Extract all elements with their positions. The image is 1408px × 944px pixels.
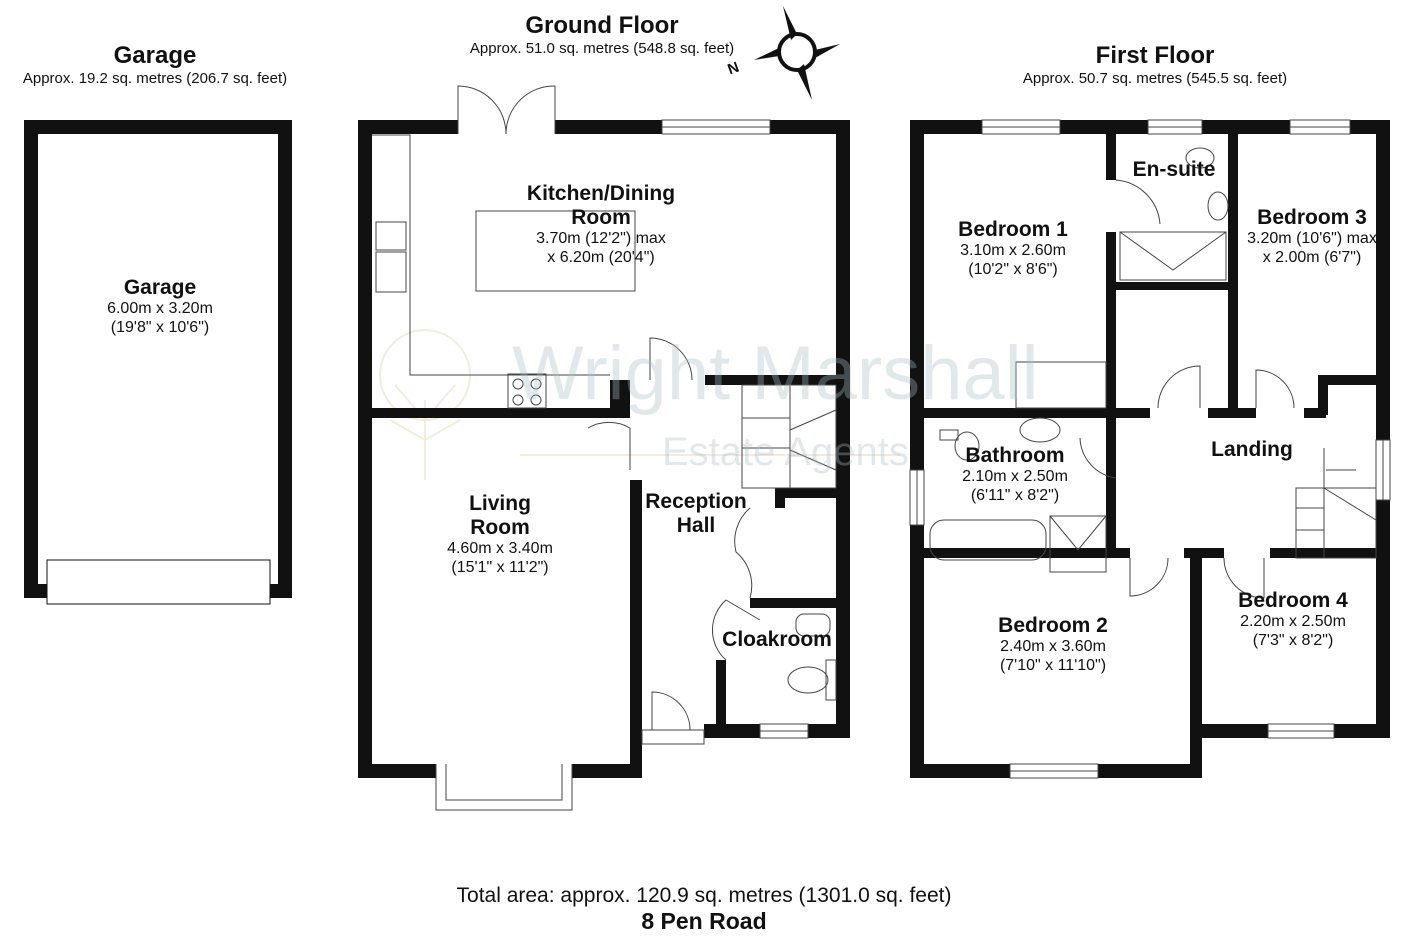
bedroom1-name: Bedroom 1 xyxy=(958,218,1068,241)
room-living: Living Room 4.60m x 3.40m (15'1" x 11'2"… xyxy=(400,492,600,577)
reception-name-line1: Reception xyxy=(645,490,747,513)
bedroom2-name: Bedroom 2 xyxy=(998,614,1108,637)
watermark-brand: Wright Marshall xyxy=(512,331,1039,416)
bedroom1-dim-imperial: (10'2" x 8'6") xyxy=(968,260,1058,278)
garage-dim-imperial: (19'8" x 10'6") xyxy=(110,318,210,336)
compass-rose xyxy=(754,6,840,100)
bedroom4-dim-imperial: (7'3" x 8'2") xyxy=(1252,631,1334,649)
ground-floor-title: Ground Floor xyxy=(525,12,679,39)
room-landing: Landing xyxy=(1192,438,1312,462)
footer: Total area: approx. 120.9 sq. metres (13… xyxy=(354,884,1054,935)
property-address: 8 Pen Road xyxy=(641,908,767,935)
living-dim-imperial: (15'1" x 11'2") xyxy=(451,558,549,576)
ground-floor-heading: Ground Floor Approx. 51.0 sq. metres (54… xyxy=(430,12,774,57)
bedroom3-dim-line2: x 2.00m (6'7") xyxy=(1262,248,1362,266)
room-bedroom-4: Bedroom 4 2.20m x 2.50m (7'3" x 8'2") xyxy=(1210,589,1376,650)
ensuite-name: En-suite xyxy=(1132,158,1216,181)
bedroom3-name: Bedroom 3 xyxy=(1257,206,1367,229)
room-cloakroom: Cloakroom xyxy=(712,628,842,652)
bedroom4-name: Bedroom 4 xyxy=(1238,589,1348,612)
bedroom3-dim-line1: 3.20m (10'6") max xyxy=(1247,230,1377,248)
kitchen-dim-line2: x 6.20m (20'4") xyxy=(547,248,655,266)
living-name-line2: Room xyxy=(470,516,530,540)
bathroom-name: Bathroom xyxy=(965,444,1065,467)
room-bathroom: Bathroom 2.10m x 2.50m (6'11" x 8'2") xyxy=(940,444,1090,505)
room-bedroom-2: Bedroom 2 2.40m x 3.60m (7'10" x 11'10") xyxy=(970,614,1136,675)
room-garage: Garage 6.00m x 3.20m (19'8" x 10'6") xyxy=(60,276,260,337)
bathroom-dim-metric: 2.10m x 2.50m xyxy=(962,468,1068,486)
cloakroom-name: Cloakroom xyxy=(722,628,832,651)
first-floor-area: Approx. 50.7 sq. metres (545.5 sq. feet) xyxy=(1022,69,1288,87)
living-name-line1: Living xyxy=(469,492,531,515)
living-dim-metric: 4.60m x 3.40m xyxy=(447,540,553,558)
room-en-suite: En-suite xyxy=(1118,158,1230,182)
bathroom-dim-imperial: (6'11" x 8'2") xyxy=(970,486,1060,504)
kitchen-dim-line1: 3.70m (12'2") max xyxy=(536,230,666,248)
bedroom4-dim-metric: 2.20m x 2.50m xyxy=(1240,613,1346,631)
first-floor-heading: First Floor Approx. 50.7 sq. metres (545… xyxy=(990,42,1320,87)
room-kitchen-dining: Kitchen/Dining Room 3.70m (12'2") max x … xyxy=(490,182,712,267)
ground-floor-fixtures xyxy=(372,85,837,811)
kitchen-name-line2: Room xyxy=(571,206,631,230)
landing-name: Landing xyxy=(1211,438,1293,461)
garage-name: Garage xyxy=(123,276,197,299)
first-floor-fixtures xyxy=(909,119,1391,779)
garage-plan xyxy=(24,120,292,605)
room-bedroom-1: Bedroom 1 3.10m x 2.60m (10'2" x 8'6") xyxy=(930,218,1096,279)
ground-floor-area: Approx. 51.0 sq. metres (548.8 sq. feet) xyxy=(469,39,735,57)
room-reception-hall: Reception Hall xyxy=(630,490,762,538)
room-bedroom-3: Bedroom 3 3.20m (10'6") max x 2.00m (6'7… xyxy=(1236,206,1388,267)
garage-floor-title: Garage xyxy=(113,42,197,69)
reception-name-line2: Hall xyxy=(676,514,716,538)
garage-floor-area: Approx. 19.2 sq. metres (206.7 sq. feet) xyxy=(22,69,288,87)
garage-heading: Garage Approx. 19.2 sq. metres (206.7 sq… xyxy=(0,42,310,87)
kitchen-name-line1: Kitchen/Dining xyxy=(526,182,676,205)
total-area: Total area: approx. 120.9 sq. metres (13… xyxy=(456,884,952,907)
bedroom1-dim-metric: 3.10m x 2.60m xyxy=(960,242,1066,260)
garage-dim-metric: 6.00m x 3.20m xyxy=(107,300,213,318)
bedroom2-dim-imperial: (7'10" x 11'10") xyxy=(999,656,1107,674)
first-floor-title: First Floor xyxy=(1095,42,1215,69)
bedroom2-dim-metric: 2.40m x 3.60m xyxy=(1000,638,1106,656)
watermark-tagline: Estate Agents xyxy=(662,430,909,474)
